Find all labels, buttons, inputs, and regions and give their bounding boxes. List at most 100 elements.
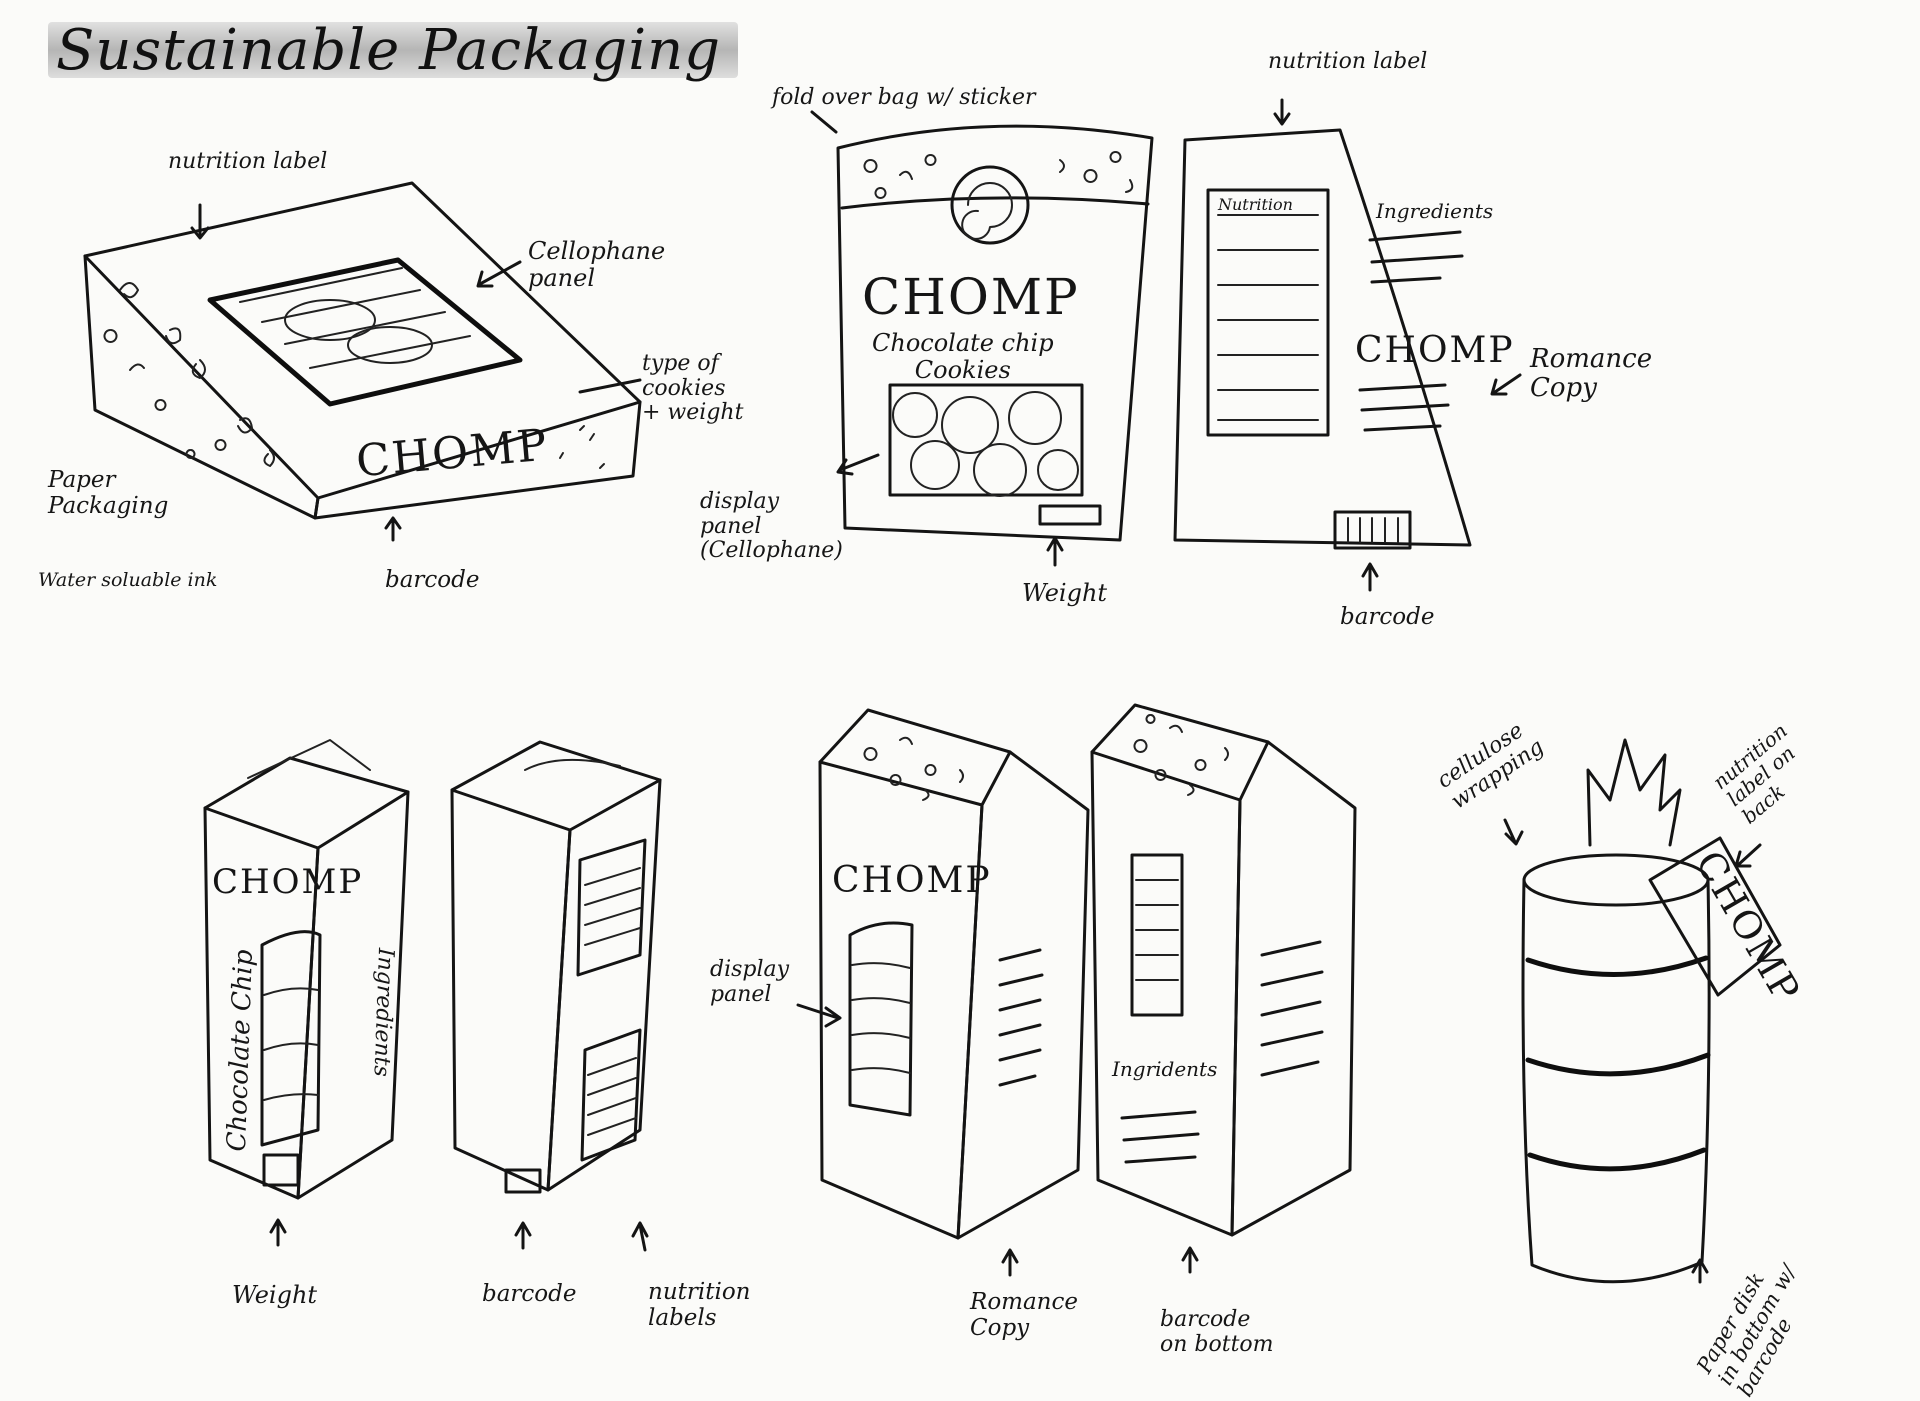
label-barcode-bottom: barcode on bottom (1160, 1307, 1274, 1357)
label-nutrition-heading: Nutrition (1218, 195, 1293, 214)
hang-tag (1648, 836, 1782, 997)
bag-top-pattern (863, 151, 1134, 199)
bag-back-outline (1173, 128, 1472, 547)
paper-disk-arrow (1691, 1258, 1709, 1284)
barcode-arrow (1361, 562, 1379, 592)
side-lines (1260, 940, 1324, 1077)
brand-logo-bag-front: CHOMP (862, 268, 1080, 326)
front-dots (559, 425, 605, 469)
nutrition-arrow (631, 1221, 649, 1252)
label-weight-tall: Weight (232, 1281, 318, 1309)
weight-arrow (269, 1218, 287, 1247)
romance-arrow (1001, 1248, 1019, 1277)
front-window (260, 930, 322, 1147)
weight-box (1038, 504, 1102, 526)
cylinder-sketch (1503, 738, 1782, 1284)
cellophane-arrow (476, 260, 522, 288)
carton-front (1090, 750, 1242, 1237)
label-nutrition-label-back: nutrition label (1268, 49, 1428, 74)
window-stack (263, 987, 319, 1101)
bag-front-sketch (810, 110, 1154, 567)
window-cookie (347, 326, 433, 364)
tall-box-side (296, 790, 410, 1200)
tall-box-front-sketch (203, 739, 410, 1247)
ingredients-lines (1368, 230, 1464, 284)
label-cellophane-panel: Cellophane panel (528, 237, 666, 292)
label-paper-packaging: Paper Packaging (48, 467, 169, 519)
bag-window (888, 383, 1084, 497)
carton-side (1230, 740, 1357, 1237)
gable-top (818, 708, 1012, 807)
barcode-arrow (1181, 1246, 1199, 1274)
window-cookie (284, 299, 376, 341)
window-cookie (1008, 391, 1062, 445)
carton-side (956, 750, 1090, 1240)
tall-box-side (546, 778, 662, 1192)
page-title: Sustainable Packaging (56, 18, 722, 83)
tall-box-top (203, 756, 410, 850)
romance-arrow (1490, 373, 1522, 396)
bag-fold-line (840, 196, 1150, 210)
label-romance-copy: Romance Copy (1530, 344, 1653, 404)
fold-arrow (810, 110, 838, 134)
nutrition-arrow (1273, 98, 1291, 126)
barcode-box (504, 1168, 542, 1194)
label-lines (584, 867, 641, 1136)
sticker-seal (950, 165, 1030, 245)
weight-leader (578, 378, 642, 394)
window-cookie (892, 392, 938, 438)
display-panel-arrow (796, 1003, 842, 1028)
wrapping-arrow (1503, 818, 1524, 846)
nutrition-label-lower (580, 1028, 642, 1162)
gable-carton-back-sketch (1090, 703, 1357, 1274)
cylinder-bands (1525, 955, 1711, 1172)
window-cookie (910, 440, 960, 490)
bag-back-sketch (1173, 98, 1522, 592)
display-panel-arrow (836, 453, 880, 476)
label-nutrition-labels: nutrition labels (648, 1279, 751, 1331)
front-window (848, 921, 914, 1117)
sticker-swirl (961, 182, 1013, 240)
romance-lines (998, 948, 1044, 1087)
weight-box (262, 1153, 300, 1187)
tall-box-top (450, 740, 662, 832)
window-cookie (973, 443, 1027, 497)
nutrition-panel (1130, 853, 1184, 1017)
cylinder-body (1521, 878, 1711, 1284)
romance-lines (1358, 383, 1450, 432)
label-barcode: barcode (385, 567, 480, 593)
label-water-ink: Water soluable ink (38, 569, 218, 591)
label-barcode-tall: barcode (482, 1281, 577, 1307)
nutrition-arrow (190, 203, 210, 240)
cellophane-window (207, 257, 523, 407)
window-cookie-rows (239, 267, 471, 369)
label-type-weight: type of cookies + weight (642, 351, 744, 426)
label-side-ingredients: Ingredients (368, 947, 399, 1078)
flat-box-sketch (83, 181, 642, 542)
nutrition-panel (1206, 188, 1330, 437)
box-pattern (103, 282, 275, 467)
tall-box-back-sketch (450, 740, 662, 1252)
window-cookie (1037, 449, 1079, 491)
brand-logo-bag-back: CHOMP (1355, 330, 1515, 371)
barcode-bars (1347, 517, 1399, 543)
brand-logo-gable-carton: CHOMP (832, 860, 992, 901)
nutrition-rows (1217, 214, 1319, 421)
label-weight: Weight (1022, 579, 1108, 607)
label-display-panel-carton: display panel (710, 957, 790, 1007)
barcode-arrow (514, 1221, 532, 1250)
bag-front-outline (836, 124, 1154, 542)
window-cookie (941, 396, 999, 454)
nutrition-arrow (1734, 843, 1762, 868)
nutrition-rows (1135, 879, 1179, 981)
gable-top (1090, 703, 1270, 802)
label-nutrition-label: nutrition label (168, 149, 328, 174)
label-barcode-back: barcode (1340, 604, 1435, 630)
carton-top-pattern (863, 736, 964, 801)
top-flap (524, 758, 621, 771)
gable-carton-front-sketch (796, 708, 1090, 1277)
back-barcode (1333, 510, 1412, 550)
label-product-name: Chocolate chip Cookies (872, 329, 1054, 384)
